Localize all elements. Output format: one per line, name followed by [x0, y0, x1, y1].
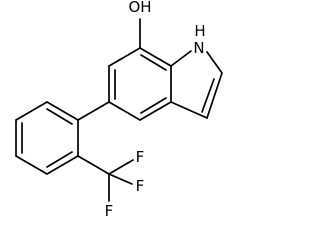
bond	[46, 108, 73, 125]
bond	[77, 101, 110, 121]
fluorine-label: F	[105, 202, 114, 220]
bond	[201, 78, 215, 113]
bond	[140, 54, 167, 71]
bond	[15, 101, 48, 121]
bond	[77, 155, 110, 175]
bond	[108, 47, 141, 67]
molecular-structure-diagram: OH H N F F F	[15, 0, 223, 220]
fluorine-label: F	[136, 148, 145, 166]
bond	[206, 72, 223, 119]
nh-hydrogen-label: H	[194, 22, 205, 40]
atom-labels: OH H N F F F	[105, 0, 206, 220]
bond	[139, 47, 172, 67]
bond	[139, 101, 172, 121]
bond	[108, 101, 141, 121]
bond	[108, 159, 134, 175]
bond	[46, 151, 73, 168]
bond	[206, 51, 223, 74]
bond	[108, 173, 133, 185]
bond	[46, 101, 79, 121]
bond	[15, 155, 48, 175]
bond-lines	[15, 18, 223, 202]
bond	[170, 50, 192, 67]
nitrogen-label: N	[193, 39, 204, 57]
hydroxyl-label: OH	[128, 0, 151, 16]
bond	[140, 97, 167, 114]
bond	[170, 101, 208, 119]
fluorine-label: F	[136, 177, 145, 195]
bond	[46, 155, 79, 175]
